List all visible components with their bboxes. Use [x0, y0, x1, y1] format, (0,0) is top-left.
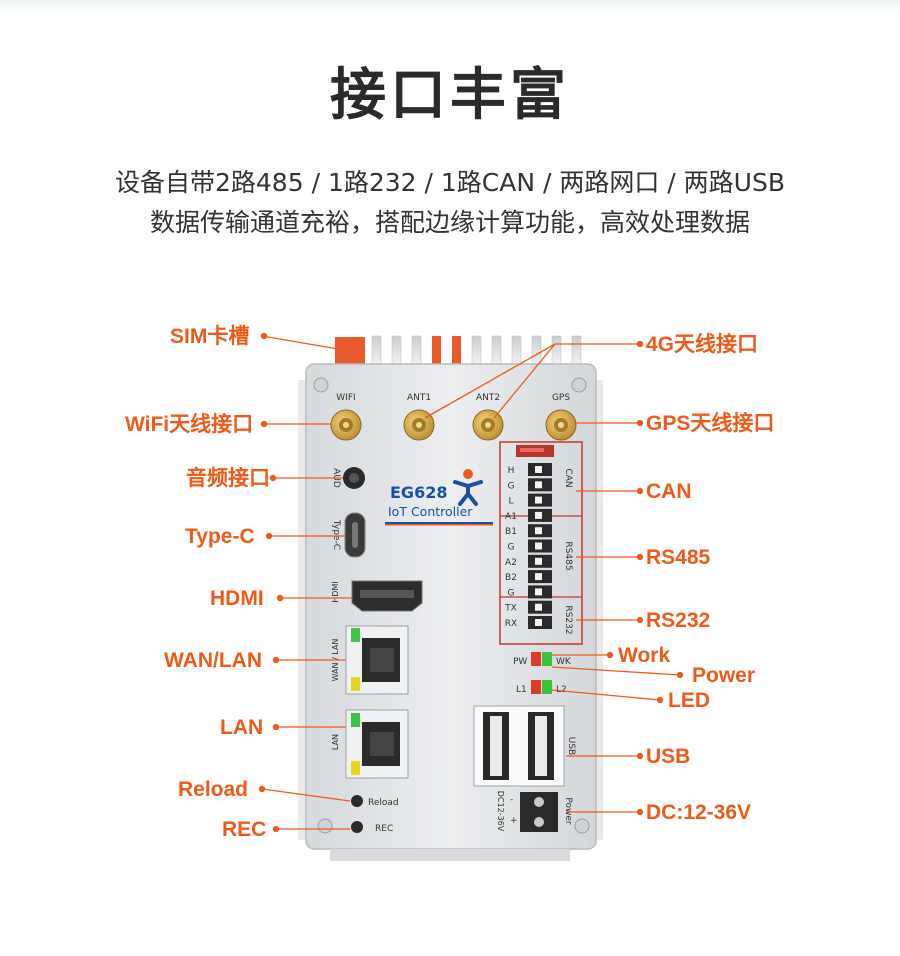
terminal-pin-label: B2 [505, 573, 517, 583]
sma-connector-icon[interactable] [330, 409, 362, 441]
terminal-pin-label: G [508, 588, 515, 598]
terminal-screw-head [535, 481, 542, 489]
antenna-label-wifi: WIFI [336, 393, 355, 403]
callout-leaders [258, 332, 684, 833]
rec-button[interactable] [351, 821, 363, 833]
dc-power-label: Power [563, 797, 573, 825]
callout-sim-slot: SIM卡槽 [170, 325, 250, 348]
callout-gps-antenna: GPS天线接口 [646, 412, 775, 435]
led-work-icon [542, 652, 552, 666]
sma-connector-icon[interactable] [472, 409, 504, 441]
rj45-wan-port-icon[interactable] [345, 625, 409, 695]
hdmi-port-label: HDMI [331, 581, 340, 602]
terminal-pin-label: TX [504, 604, 517, 614]
callout-wifi-antenna: WiFi天线接口 [125, 413, 254, 436]
callout-can: CAN [646, 480, 692, 503]
subtitle-line-1: 设备自带2路485 / 1路232 / 1路CAN / 两路网口 / 两路USB [115, 168, 785, 197]
callout-rec: REC [222, 818, 267, 841]
group-label-rs485: RS485 [563, 541, 573, 570]
logo-underline [385, 522, 493, 524]
dc-voltage-label: DC12-36V [496, 791, 505, 832]
terminal-screw-head [535, 619, 542, 626]
page-title: 接口丰富 [330, 63, 570, 128]
rj45-lan-port-icon[interactable] [345, 709, 409, 779]
group-label-can: CAN [563, 468, 573, 487]
antenna-label-ant1: ANT1 [407, 393, 431, 403]
sim-slot [335, 337, 365, 365]
top-fins [335, 335, 582, 367]
reload-panel-label: Reload [368, 798, 399, 808]
callout-lan: LAN [220, 716, 264, 739]
screw-icon [313, 377, 329, 393]
callout-led: LED [668, 689, 710, 712]
terminal-pin-label: H [508, 466, 515, 476]
callout-wan-lan: WAN/LAN [164, 649, 262, 672]
screw-icon [574, 818, 590, 834]
callout-rs232: RS232 [646, 609, 711, 632]
sma-connector-icon[interactable] [545, 409, 577, 441]
subtitle-line-2: 数据传输通道充裕，搭配边缘计算功能，高效处理数据 [149, 208, 750, 237]
terminal-pin-label: L [508, 497, 513, 507]
led-l2-icon [542, 680, 552, 694]
terminal-screw-head [535, 573, 542, 581]
antenna-label-gps: GPS [552, 393, 570, 403]
sma-connector-icon[interactable] [403, 409, 435, 441]
terminal-screw-head [535, 603, 542, 611]
terminal-block-frame [499, 441, 583, 645]
top-band [0, 0, 900, 14]
callout-reload: Reload [178, 778, 249, 801]
left-side-fins [298, 380, 308, 840]
terminal-screw-head [535, 466, 542, 473]
terminal-screw-head [535, 527, 542, 535]
terminal-pin-label: RX [505, 619, 517, 629]
terminal-pin-label: B1 [505, 527, 517, 537]
product-label: IoT Controller [388, 504, 473, 519]
logo-underline [385, 524, 493, 526]
callout-usb: USB [646, 745, 691, 768]
reload-button[interactable] [351, 795, 363, 807]
lan-port-label: LAN [331, 734, 340, 750]
callout-audio-jack: 音频接口 [186, 467, 270, 490]
terminal-pin-label: A1 [505, 512, 517, 522]
led-label-pw: PW [513, 657, 527, 667]
group-label-rs232: RS232 [563, 605, 573, 634]
rec-panel-label: REC [375, 824, 393, 834]
callout-work: Work [618, 644, 671, 667]
callout-hdmi: HDMI [210, 587, 264, 610]
screw-icon [317, 818, 333, 834]
callout-4g-antenna: 4G天线接口 [646, 333, 759, 356]
usb-ports[interactable] [473, 705, 565, 787]
callout-dc: DC:12-36V [646, 801, 752, 824]
terminal-screw-head [535, 557, 542, 565]
led-label-l1: L1 [516, 685, 527, 695]
terminal-screw-head [535, 496, 542, 504]
led-l1-icon [531, 680, 541, 694]
terminal-screw-head [535, 511, 542, 519]
callout-typec: Type-C [185, 525, 255, 548]
terminal-screw-head [535, 542, 542, 550]
terminal-pin-label: A2 [505, 558, 517, 568]
right-side-fins [593, 380, 603, 840]
usb-panel-label: USB [566, 737, 576, 755]
antenna-label-ant2: ANT2 [476, 393, 500, 403]
typec-port-label: Type-C [331, 519, 341, 550]
led-power-icon [531, 652, 541, 666]
terminal-pin-label: G [508, 481, 515, 491]
dc-minus-label: - [510, 795, 513, 805]
dc-plus-label: + [510, 816, 518, 826]
bottom-fins [330, 849, 570, 861]
led-label-wk: WK [556, 657, 572, 667]
led-label-l2: L2 [556, 685, 567, 695]
screw-icon [571, 377, 587, 393]
terminal-pin-label: G [508, 543, 515, 553]
terminal-screw-head [535, 588, 542, 596]
logo-icon [453, 469, 483, 506]
callout-rs485: RS485 [646, 546, 711, 569]
model-label: EG628 [390, 483, 447, 502]
callout-power: Power [692, 664, 756, 687]
